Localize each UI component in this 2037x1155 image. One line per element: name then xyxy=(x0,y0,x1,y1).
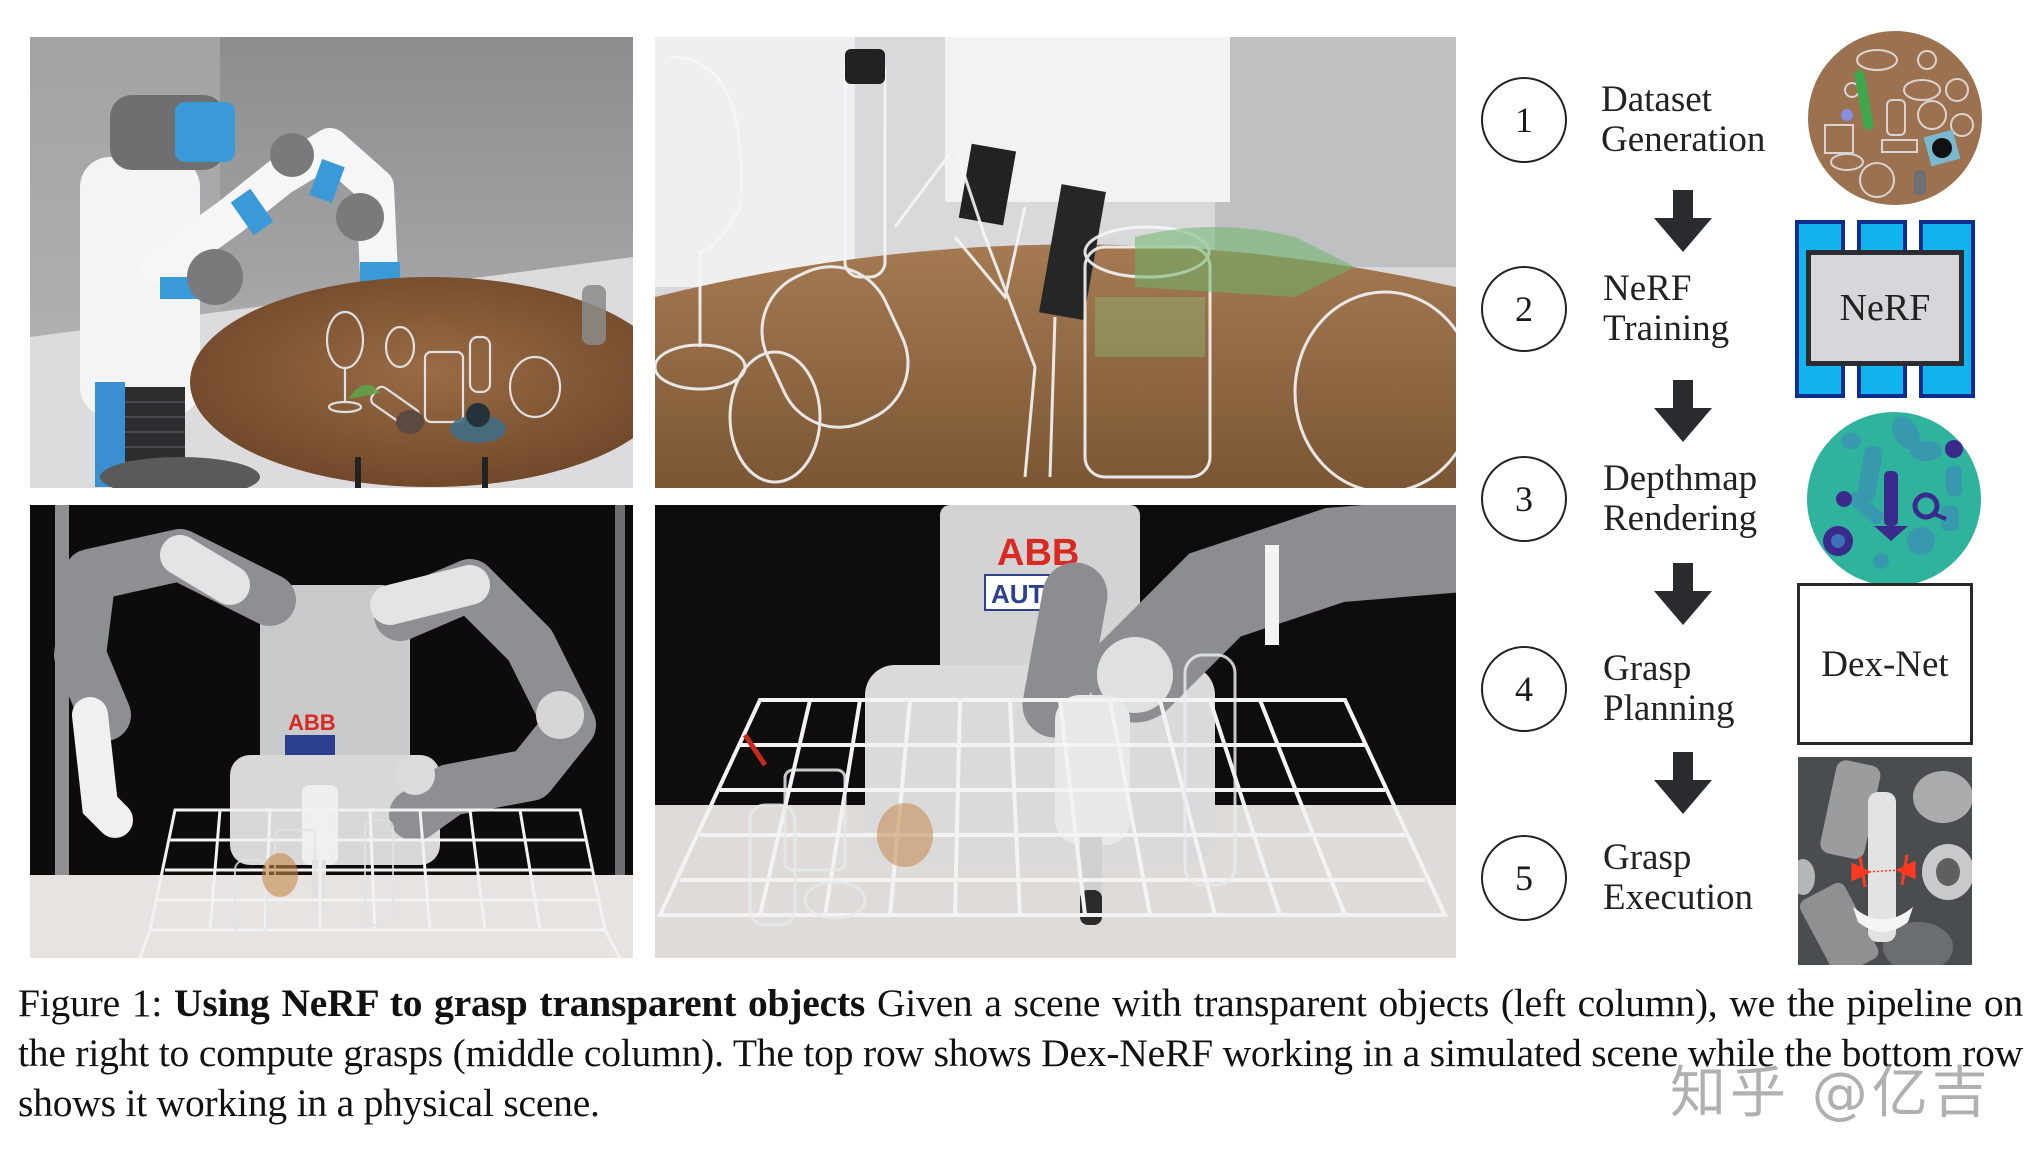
step-3-number-circle: 3 xyxy=(1481,456,1567,542)
step-3-number: 3 xyxy=(1515,479,1533,519)
step-3-depthmap-image xyxy=(1806,411,1982,587)
arrow-down-icon xyxy=(1654,190,1712,252)
dexnet-label: Dex-Net xyxy=(1821,643,1949,685)
step-1-label: Dataset Generation xyxy=(1601,80,1765,160)
arrow-down-icon xyxy=(1654,752,1712,814)
watermark: 知乎 @亿吉 xyxy=(1670,1061,1992,1126)
step-3-label-line2: Rendering xyxy=(1603,498,1758,539)
sim-grasp-illustration xyxy=(655,37,1456,488)
nerf-network-diagram: NeRF xyxy=(1795,220,1975,398)
step-2-label: NeRF Training xyxy=(1603,269,1729,349)
step-5-number-circle: 5 xyxy=(1481,835,1567,921)
panel-physical-robot-scene: ABB xyxy=(30,505,633,958)
step-1-table-topdown-image xyxy=(1807,30,1983,206)
panel-physical-grasp-closeup: ABB AUTO xyxy=(655,505,1456,958)
step-2-number-circle: 2 xyxy=(1481,266,1567,352)
step-1-label-line1: Dataset xyxy=(1601,79,1712,120)
physical-robot-illustration: ABB xyxy=(30,505,633,958)
dexnet-box: Dex-Net xyxy=(1797,583,1973,745)
step-4-label: Grasp Planning xyxy=(1603,649,1735,729)
step-5-label: Grasp Execution xyxy=(1603,838,1753,918)
step-5-label-line2: Execution xyxy=(1603,877,1754,918)
step-4-label-line2: Planning xyxy=(1603,688,1735,729)
caption-prefix: Figure 1: xyxy=(18,981,174,1025)
step-3-label-line1: Depthmap xyxy=(1603,458,1758,499)
nerf-label-text: NeRF xyxy=(1839,287,1931,329)
arrow-down-icon xyxy=(1654,563,1712,625)
step-3-label: Depthmap Rendering xyxy=(1603,459,1757,539)
panel-sim-robot-scene xyxy=(30,37,633,488)
step-4-number: 4 xyxy=(1515,669,1533,709)
step-1-number-circle: 1 xyxy=(1481,77,1567,163)
caption-body: Given a scene with transparent objects (… xyxy=(18,981,2023,1125)
step-5-grasp-depth-image xyxy=(1798,757,1972,965)
caption-title: Using NeRF to grasp transparent objects xyxy=(174,981,866,1025)
step-4-number-circle: 4 xyxy=(1481,646,1567,732)
step-1-label-line2: Generation xyxy=(1601,119,1766,160)
step-5-number: 5 xyxy=(1515,858,1533,898)
nerf-box-label: NeRF xyxy=(1806,250,1964,366)
arrow-down-icon xyxy=(1654,380,1712,442)
step-4-label-line1: Grasp xyxy=(1603,648,1692,689)
panel-sim-grasp-closeup xyxy=(655,37,1456,488)
step-5-label-line1: Grasp xyxy=(1603,837,1692,878)
step-2-number: 2 xyxy=(1515,289,1533,329)
physical-grasp-illustration: ABB AUTO xyxy=(655,505,1456,958)
step-1-number: 1 xyxy=(1515,100,1533,140)
step-2-label-line1: NeRF xyxy=(1603,268,1692,309)
figure-caption: Figure 1: Using NeRF to grasp transparen… xyxy=(18,978,2023,1128)
sim-robot-illustration xyxy=(30,37,633,488)
abb-logo-small: ABB xyxy=(288,710,336,735)
step-2-label-line2: Training xyxy=(1603,308,1730,349)
